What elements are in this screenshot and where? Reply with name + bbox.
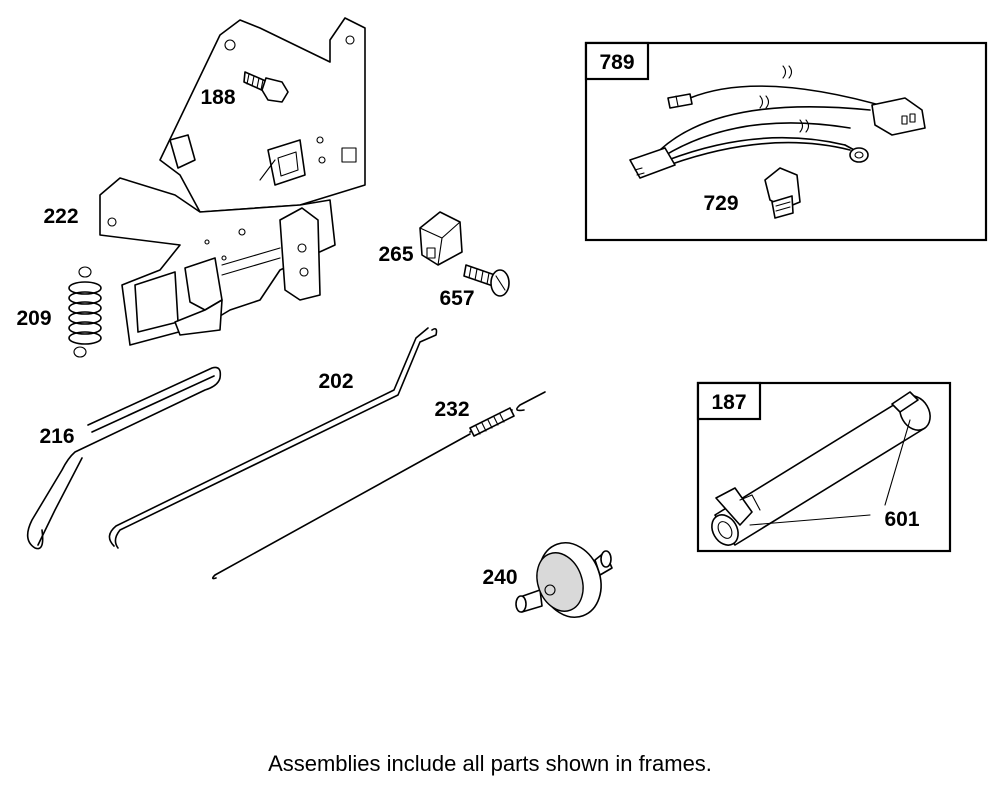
spring-209	[68, 266, 102, 358]
part-label-265: 265	[378, 243, 413, 266]
link-rod-202	[108, 327, 438, 549]
screw-188	[243, 71, 289, 103]
part-label-232: 232	[434, 398, 469, 421]
screw-657	[463, 264, 510, 297]
frame-187-label: 187	[711, 391, 746, 414]
part-label-240: 240	[482, 566, 517, 589]
frame-187: 187	[696, 381, 952, 553]
clip-265	[419, 211, 463, 266]
spring-link-232	[211, 391, 546, 580]
part-label-601: 601	[884, 508, 919, 531]
control-bracket-222	[99, 17, 366, 346]
part-label-216: 216	[39, 425, 74, 448]
diagram-caption: Assemblies include all parts shown in fr…	[268, 751, 712, 776]
part-label-202: 202	[318, 370, 353, 393]
rod-216	[26, 366, 222, 550]
part-label-222: 222	[43, 205, 78, 228]
part-label-657: 657	[439, 287, 474, 310]
frame-789: 789	[584, 41, 988, 242]
frame-789-label: 789	[599, 51, 634, 74]
part-label-188: 188	[200, 86, 235, 109]
part-label-729: 729	[703, 192, 738, 215]
part-label-209: 209	[16, 307, 51, 330]
fuel-filter-240	[515, 542, 613, 618]
